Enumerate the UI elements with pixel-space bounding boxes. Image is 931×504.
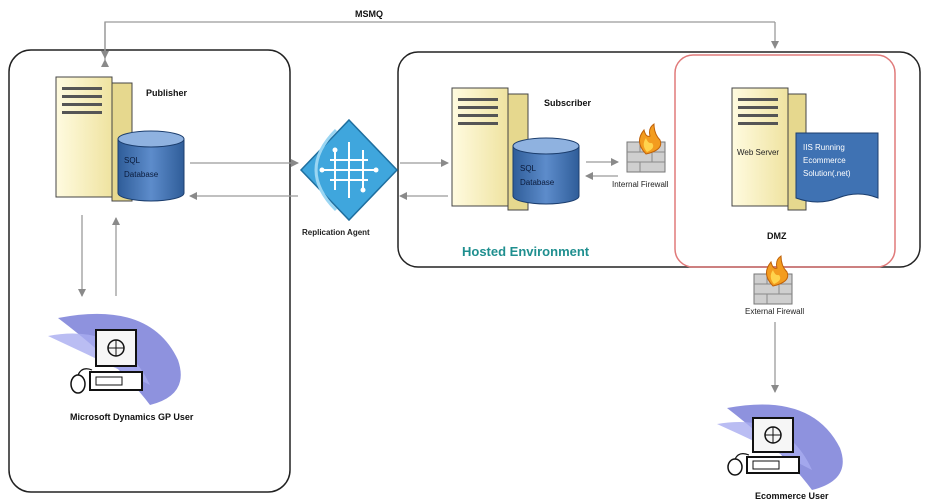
publisher-zone	[8, 49, 291, 493]
iis-document-icon	[795, 132, 879, 203]
replication-agent-icon	[299, 118, 399, 222]
iis-note-line1: IIS Running	[803, 143, 845, 152]
iis-note-line2: Ecommerce	[803, 156, 846, 165]
msmq-connector	[101, 21, 779, 67]
ecommerce-user-computer-icon	[717, 404, 843, 490]
subscriber-db-line2: Database	[520, 178, 555, 187]
gp-user-computer-icon	[48, 313, 181, 405]
dmz-label: DMZ	[767, 231, 787, 241]
subscriber-db-line1: SQL	[520, 164, 537, 173]
subscriber-database-icon	[512, 137, 580, 205]
publisher-database-icon	[117, 130, 185, 202]
web-server-label: Web Server	[737, 148, 780, 157]
iis-note-line3: Solution(.net)	[803, 169, 851, 178]
replication-agent-label: Replication Agent	[302, 228, 370, 237]
hosted-environment-label: Hosted Environment	[462, 244, 590, 259]
external-firewall-icon	[753, 255, 793, 305]
subscriber-label: Subscriber	[544, 98, 592, 108]
gp-user-arrows	[78, 215, 120, 297]
publisher-db-line2: Database	[124, 170, 159, 179]
hosted-environment-zone	[397, 51, 921, 268]
dmz-zone	[674, 54, 896, 268]
internal-firewall-label: Internal Firewall	[612, 180, 669, 189]
internal-firewall-icon	[626, 123, 666, 173]
external-firewall-label: External Firewall	[745, 307, 805, 316]
ecommerce-user-label: Ecommerce User	[755, 491, 829, 501]
publisher-db-line1: SQL	[124, 156, 141, 165]
replication-arrows	[189, 158, 619, 200]
gp-user-label: Microsoft Dynamics GP User	[70, 412, 194, 422]
msmq-label: MSMQ	[355, 9, 383, 19]
publisher-label: Publisher	[146, 88, 188, 98]
